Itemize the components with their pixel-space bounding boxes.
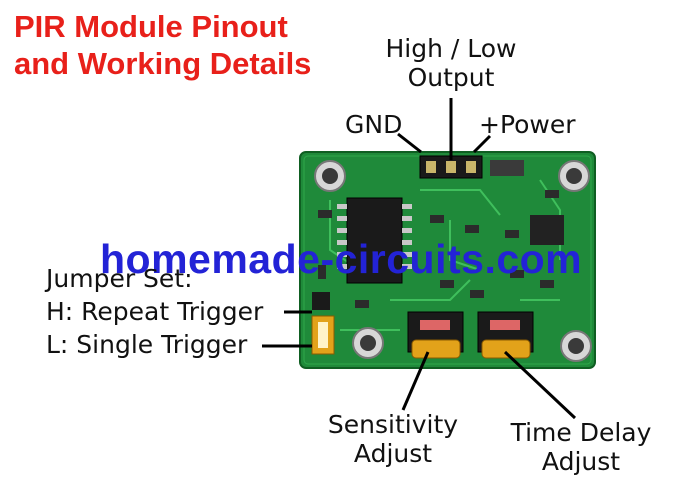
sensitivity-potentiometer <box>407 311 464 359</box>
time-delay-potentiometer <box>477 311 534 359</box>
jumper-block <box>311 292 335 355</box>
gnd-pin-label: GND <box>345 110 403 139</box>
diagram-title: PIR Module Pinout and Working Details <box>14 8 311 82</box>
repeat-trigger-label: H: Repeat Trigger <box>46 297 264 326</box>
time-delay-adjust-label: Time Delay Adjust <box>498 418 664 476</box>
output-pin-label: High / Low Output <box>372 34 530 92</box>
output-label-line-1: High / Low <box>385 34 517 63</box>
single-trigger-label: L: Single Trigger <box>46 330 248 359</box>
sensitivity-label-line-1: Sensitivity <box>327 410 459 439</box>
sensitivity-adjust-label: Sensitivity Adjust <box>312 410 474 468</box>
pin-header <box>419 155 483 179</box>
leader-lines <box>262 98 577 420</box>
time-delay-label-line-1: Time Delay <box>510 418 652 447</box>
jumper-set-label: Jumper Set: <box>46 264 193 293</box>
ic-chip <box>337 197 412 284</box>
title-line-1: PIR Module Pinout <box>14 9 288 44</box>
time-delay-label-line-2: Adjust <box>541 447 621 476</box>
watermark: homemade-circuits.com <box>100 236 583 282</box>
title-line-2: and Working Details <box>14 46 312 81</box>
smd-components <box>318 160 564 308</box>
mounting-holes <box>314 160 592 362</box>
power-pin-label: +Power <box>479 110 576 139</box>
sensitivity-label-line-2: Adjust <box>353 439 433 468</box>
output-label-line-2: Output <box>407 63 495 92</box>
